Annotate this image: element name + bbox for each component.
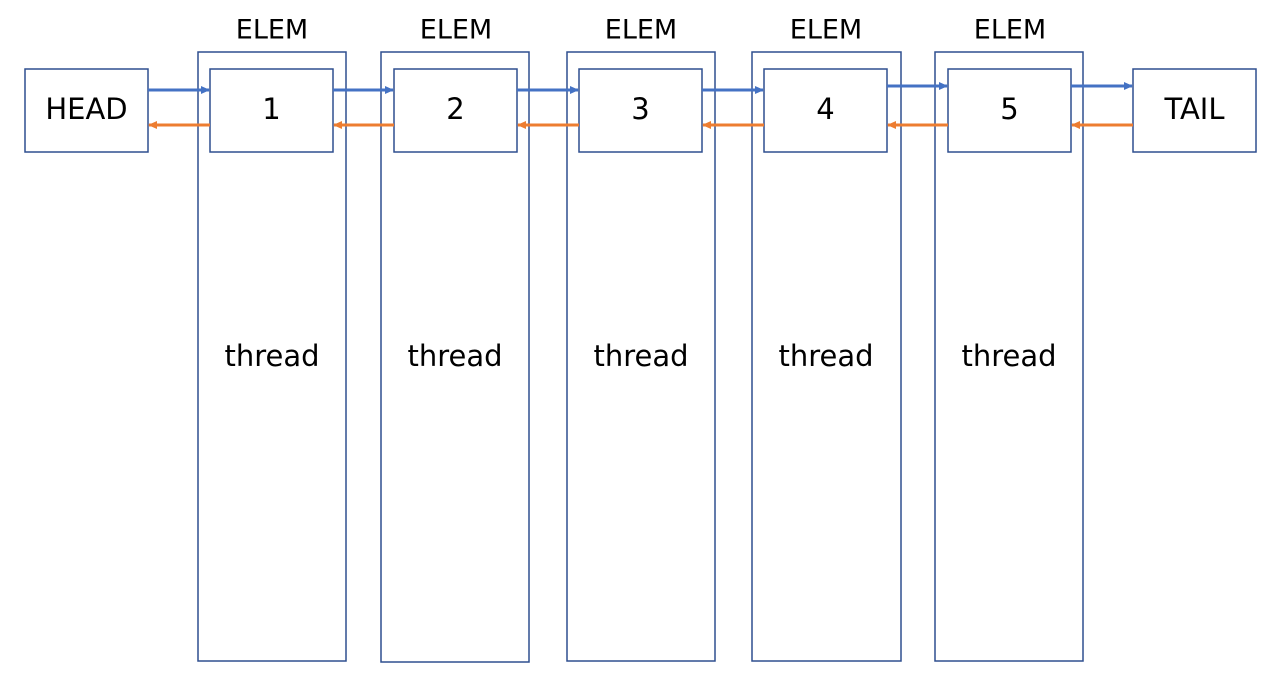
next-pointers (148, 82, 1133, 94)
elem-2-value: 2 (446, 92, 464, 126)
elem-3-thread: thread (593, 339, 688, 373)
elem-3: ELEM 3 thread (566, 15, 716, 662)
elem-5-thread: thread (961, 339, 1056, 373)
elem-5-value: 5 (1000, 92, 1018, 126)
tail-box (1132, 68, 1257, 153)
elem-5: ELEM 5 thread (934, 15, 1084, 662)
elem-4-thread: thread (778, 339, 873, 373)
elem-2: ELEM 2 thread (380, 15, 530, 663)
elem-2-header: ELEM (420, 15, 492, 46)
elem-3-container (566, 51, 716, 662)
elem-3-node-box (578, 68, 703, 153)
tail-node: TAIL (1132, 68, 1257, 153)
elem-2-node-box (393, 68, 518, 153)
elem-4-header: ELEM (790, 15, 862, 46)
elem-4-container (751, 51, 902, 662)
elem-1-thread: thread (224, 339, 319, 373)
elem-4: ELEM 4 thread (751, 15, 902, 662)
elem-2-container (380, 51, 530, 663)
elem-1: ELEM 1 thread (197, 15, 347, 662)
tail-label: TAIL (1163, 92, 1224, 126)
elem-4-value: 4 (816, 92, 834, 126)
head-label: HEAD (45, 92, 127, 126)
elem-1-container (197, 51, 347, 662)
elem-5-node-box (947, 68, 1072, 153)
elem-2-thread: thread (407, 339, 502, 373)
elem-1-header: ELEM (236, 15, 308, 46)
elem-5-header: ELEM (974, 15, 1046, 46)
elem-1-node-box (209, 68, 334, 153)
head-box (24, 68, 149, 153)
head-node: HEAD (24, 68, 149, 153)
elem-4-node-box (763, 68, 888, 153)
elem-3-header: ELEM (605, 15, 677, 46)
elem-1-value: 1 (262, 92, 280, 126)
elem-5-container (934, 51, 1084, 662)
elem-3-value: 3 (631, 92, 649, 126)
